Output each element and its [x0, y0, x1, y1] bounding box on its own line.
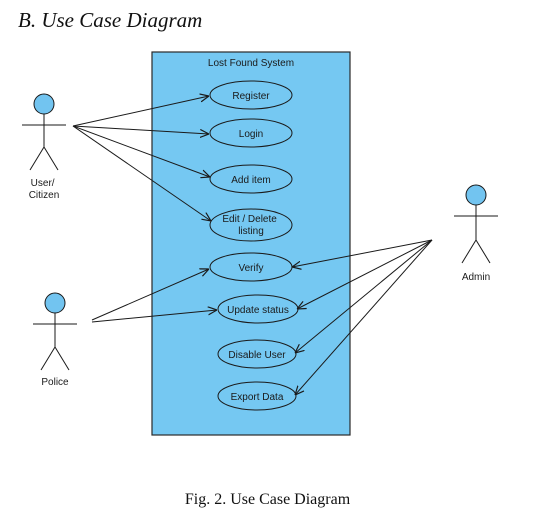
association-user-edit-delete — [72, 125, 211, 221]
section-heading: B. Use Case Diagram — [18, 8, 203, 32]
svg-text:Edit / Delete listing: Edit / Delete listing — [222, 214, 279, 237]
svg-text:Update status: Update status — [227, 305, 289, 316]
actor-admin-head — [465, 184, 487, 206]
use-case-login-label: Login — [239, 129, 263, 140]
system-title: Lost Found System — [208, 58, 294, 69]
figure-caption: Fig. 2. Use Case Diagram — [184, 491, 351, 508]
association-admin-export-data — [295, 239, 433, 395]
association-police-update-status — [91, 310, 217, 323]
svg-text:Login: Login — [239, 129, 263, 140]
use-case-verify-label: Verify — [238, 263, 263, 274]
actor-police: Police — [33, 292, 77, 388]
svg-text:Export Data: Export Data — [231, 392, 284, 403]
use-case-export-data-label: Export Data — [231, 392, 284, 403]
use-case-verify: Verify — [209, 252, 293, 282]
use-case-login: Login — [209, 118, 293, 148]
use-case-update-status: Update status — [217, 294, 299, 324]
actor-admin-label: Admin — [462, 272, 490, 283]
association-user-add-item — [72, 125, 210, 177]
association-user-login — [72, 125, 209, 134]
svg-text:Add item: Add item — [231, 175, 270, 186]
svg-text:Verify: Verify — [238, 263, 263, 274]
use-case-export-data: Export Data — [217, 381, 297, 411]
actor-user-head — [33, 93, 55, 115]
system-boundary — [151, 51, 351, 436]
use-case-edit-delete-label-line2: listing — [238, 226, 264, 237]
use-case-edit-delete-label-line1: Edit / Delete — [222, 214, 277, 225]
svg-text:Register: Register — [232, 91, 270, 102]
use-case-update-status-label: Update status — [227, 305, 289, 316]
actor-user-citizen: User/ Citizen — [22, 93, 66, 201]
use-case-register-label: Register — [232, 91, 270, 102]
actor-police-head — [44, 292, 66, 314]
association-user-register — [72, 96, 209, 127]
use-case-add-item-label: Add item — [231, 175, 270, 186]
svg-text:Police: Police — [41, 377, 69, 388]
use-case-add-item: Add item — [209, 164, 293, 194]
use-case-disable-user: Disable User — [217, 339, 297, 369]
svg-text:User/ Citizen: User/ Citizen — [29, 178, 60, 201]
association-admin-verify — [292, 239, 433, 267]
use-case-edit-delete-listing: Edit / Delete listing — [209, 208, 293, 242]
svg-text:Disable User: Disable User — [228, 350, 286, 361]
use-case-disable-user-label: Disable User — [228, 350, 286, 361]
actor-user-label-line1: User/ — [31, 178, 55, 189]
association-police-verify — [91, 269, 209, 321]
actor-user-label-line2: Citizen — [29, 190, 60, 201]
use-case-register: Register — [209, 80, 293, 110]
actor-police-label: Police — [41, 377, 69, 388]
actor-admin: Admin — [454, 184, 498, 283]
svg-text:Admin: Admin — [462, 272, 490, 283]
association-admin-update-status — [297, 239, 433, 309]
association-admin-disable-user — [295, 239, 433, 353]
